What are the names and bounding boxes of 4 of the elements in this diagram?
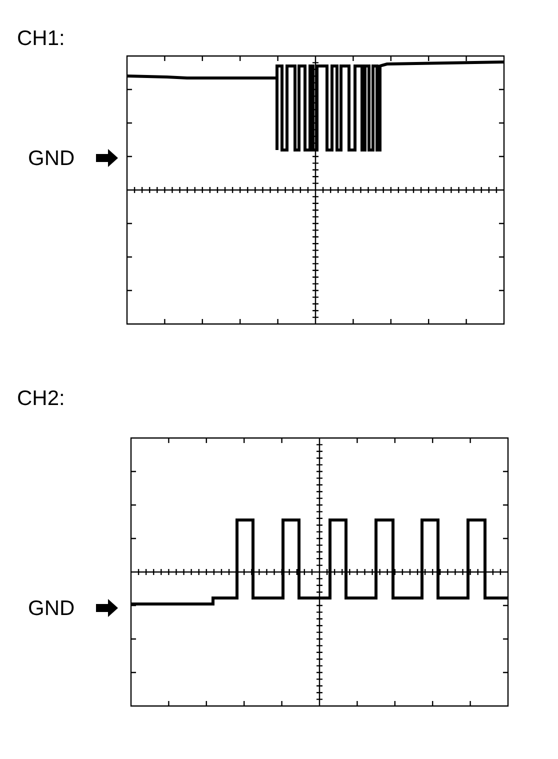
channel-label: CH1: [17, 28, 65, 49]
channel-label: CH2: [17, 388, 65, 409]
ground-label: GND [28, 598, 75, 619]
ground-label: GND [28, 148, 75, 169]
